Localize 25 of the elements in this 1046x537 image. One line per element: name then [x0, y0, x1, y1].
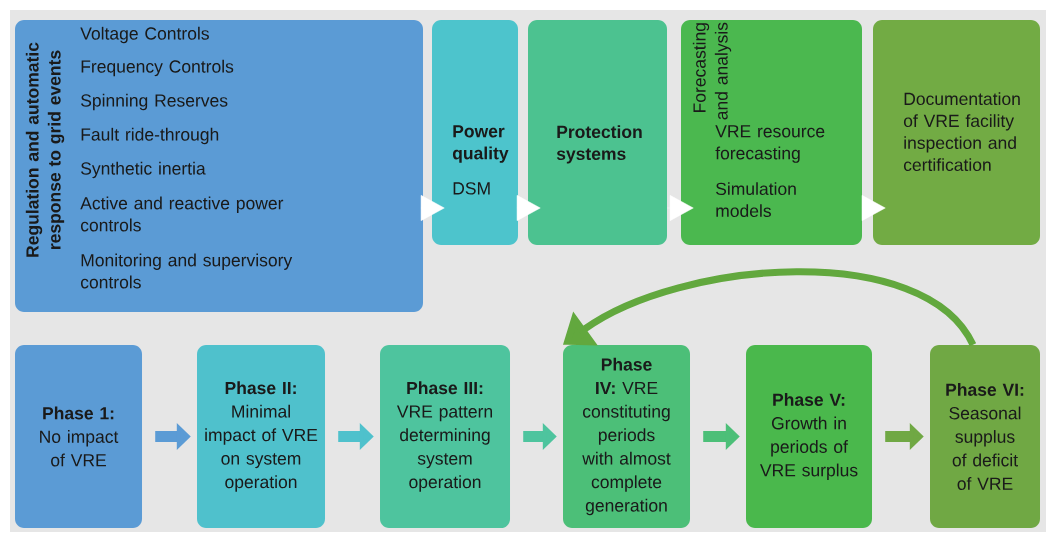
- list-item: Active and reactive power controls: [80, 196, 284, 232]
- list-item: Monitoring and supervisory controls: [80, 253, 293, 289]
- box-text: Simulation models: [716, 182, 796, 218]
- list-item: Fault ride-through: [81, 127, 219, 145]
- vertical-heading: Forecasting and analysis: [692, 22, 732, 120]
- chevron-arrow: [861, 195, 886, 221]
- box-text: DSM: [453, 182, 490, 195]
- box-text: Documentation of VRE facility inspection and certification: [903, 92, 1020, 172]
- chevron-arrow: [516, 195, 541, 221]
- list-item: Voltage Controls: [80, 26, 209, 44]
- phase-box: Phase VI: Seasonal supplus of deficit of VRE: [930, 345, 1040, 528]
- phase-box: Phase 1: No impact of VRE: [15, 345, 142, 528]
- chevron-arrow: [420, 195, 445, 221]
- chevron-arrow: [666, 195, 694, 221]
- list-item: Synthetic inertia: [81, 161, 206, 179]
- phase-box: Phase III: VRE pattern determining system operation: [380, 345, 510, 528]
- list-item: Frequency Controls: [81, 59, 234, 77]
- box-heading: Protection systems: [556, 125, 642, 164]
- phase-box: Phase V: Growth in periods of VRE surplus: [746, 345, 872, 528]
- list-item: Spinning Reserves: [81, 93, 228, 111]
- phase-box: Phase IV: VRE constituting periods with almost complete generation: [563, 345, 690, 528]
- vertical-heading: Regulation and automatic response to grid events: [25, 42, 65, 257]
- box-heading: Power quality: [452, 125, 509, 163]
- phase-box: Phase II: Minimal impact of VRE on system operation: [197, 345, 325, 528]
- box-text: VRE resource forecasting: [715, 125, 825, 163]
